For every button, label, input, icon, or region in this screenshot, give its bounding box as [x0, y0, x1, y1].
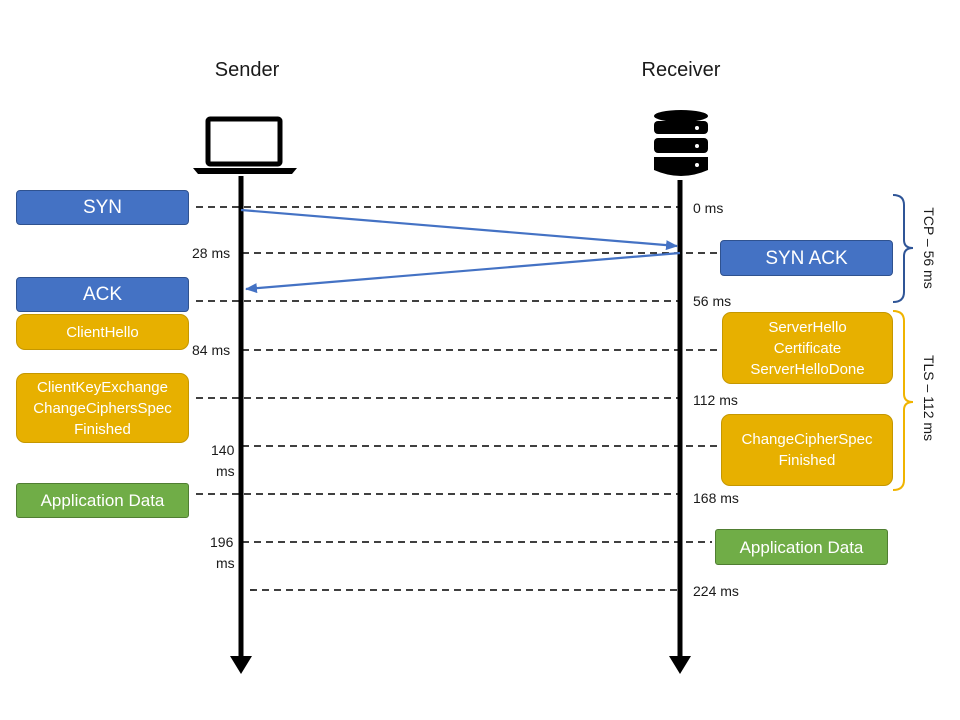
syn-arrow: [240, 208, 678, 251]
sender-application-data-label: Application Data: [40, 491, 165, 510]
client-key-exchange-message: ClientKeyExchange ChangeCiphersSpec Fini…: [16, 373, 189, 443]
client-hello-label: ClientHello: [66, 323, 139, 341]
tls-bracket: [892, 310, 914, 491]
sender-timeline: [230, 176, 252, 674]
syn-ack-label: SYN ACK: [765, 247, 848, 269]
sender-application-data-message: Application Data: [16, 483, 189, 518]
laptop-icon: [193, 116, 297, 174]
server-hello-label: ServerHello: [768, 318, 847, 336]
sender-label: Sender: [215, 59, 280, 81]
receiver-timeline: [669, 180, 691, 674]
time-label-56ms: 56 ms: [693, 293, 731, 309]
ack-message: ACK: [16, 277, 189, 312]
syn-ack-message: SYN ACK: [720, 240, 893, 276]
time-label-196ms-value: 196: [210, 534, 234, 550]
change-cipher-spec-label: ChangeCipherSpec: [741, 431, 873, 448]
ack-label: ACK: [82, 284, 123, 305]
time-grid: [196, 206, 718, 591]
client-hello-message: ClientHello: [16, 314, 189, 350]
client-key-exchange-label: ClientKeyExchange: [37, 378, 168, 396]
receiver-application-data-message: Application Data: [715, 529, 888, 565]
database-icon: [654, 110, 708, 176]
time-label-28ms: 28 ms: [192, 245, 230, 261]
tcp-duration-label: TCP – 56 ms: [921, 207, 937, 288]
tcp-bracket: [892, 194, 914, 303]
time-label-224ms: 224 ms: [693, 583, 739, 599]
server-change-cipher-spec-message: ChangeCipherSpec Finished: [721, 414, 893, 486]
time-label-168ms: 168 ms: [693, 490, 739, 506]
time-label-196ms-unit: ms: [216, 555, 235, 571]
tls-duration-label: TLS – 112 ms: [921, 355, 937, 441]
server-hello-done-label: ServerHelloDone: [750, 360, 865, 378]
certificate-label: Certificate: [773, 339, 842, 357]
client-finished-label: Finished: [74, 420, 131, 438]
server-hello-message: ServerHello Certificate ServerHelloDone: [722, 312, 893, 384]
syn-label: SYN: [82, 197, 123, 218]
time-label-112ms: 112 ms: [693, 392, 738, 408]
receiver-label: Receiver: [642, 59, 721, 81]
change-ciphers-spec-label: ChangeCiphersSpec: [33, 399, 172, 417]
receiver-application-data-label: Application Data: [739, 537, 864, 557]
time-label-140ms-value: 140: [211, 442, 235, 458]
syn-message: SYN: [16, 190, 189, 225]
time-label-140ms-unit: ms: [216, 463, 235, 479]
synack-arrow: [245, 251, 681, 294]
time-label-0ms: 0 ms: [693, 200, 723, 216]
server-finished-label: Finished: [778, 452, 836, 469]
time-label-84ms: 84 ms: [192, 342, 230, 358]
